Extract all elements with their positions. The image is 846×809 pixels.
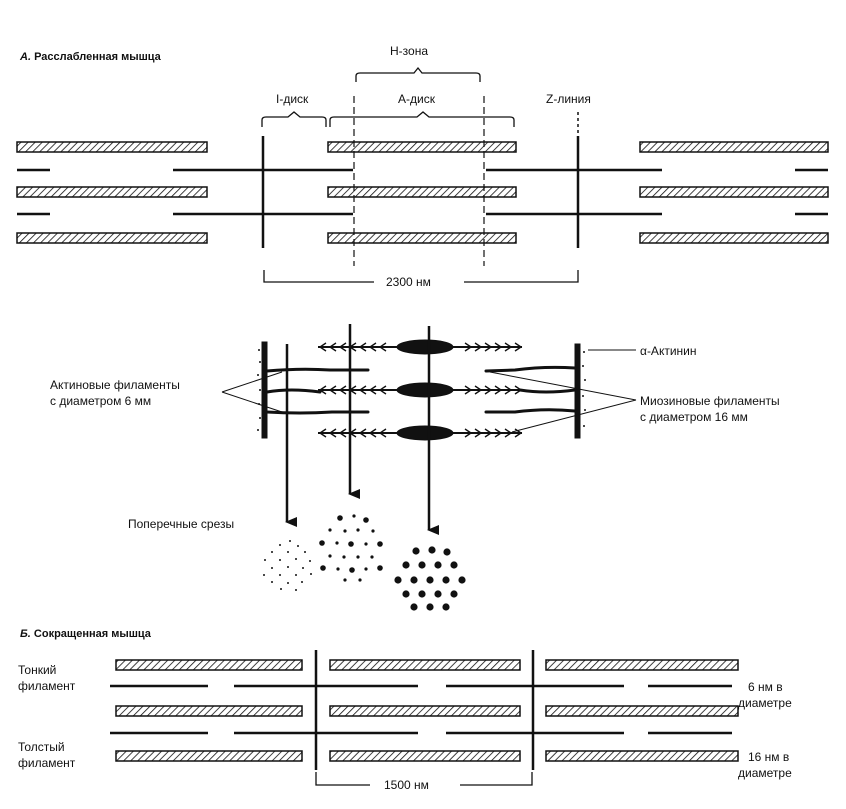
thick-filament	[16, 186, 208, 198]
cross-section-thick	[394, 546, 466, 611]
thick-filament	[16, 141, 208, 153]
z-lines-b	[314, 650, 535, 770]
cross-section-thin	[263, 540, 312, 591]
cross-sections-label: Поперечные срезы	[128, 517, 235, 531]
brackets-a	[261, 66, 579, 283]
actin-filaments-detail	[265, 365, 577, 415]
z-line-label: Z-линия	[546, 92, 591, 106]
thin-filament-label-1: Тонкий	[18, 663, 57, 677]
thick-filament	[327, 186, 517, 198]
thick-filament	[639, 186, 829, 198]
relaxed-muscle-schematic	[16, 141, 829, 244]
thick-filament-label-2: филамент	[18, 756, 76, 770]
thin-filaments-b	[110, 684, 732, 735]
thick-diameter-1: 16 нм в	[748, 750, 790, 764]
section-a-title-text: Расслабленная мышца	[34, 51, 161, 63]
section-arrows	[285, 324, 439, 535]
a-disc-label: А-диск	[398, 92, 435, 106]
thick-filament	[327, 141, 517, 153]
thin-filament-label-2: филамент	[18, 679, 76, 693]
i-disc-label: I-диск	[276, 92, 309, 106]
leader-lines	[221, 349, 637, 433]
myosin-filaments-detail	[318, 339, 523, 441]
actin-label-2: с диаметром 6 мм	[50, 394, 152, 408]
dimension-b	[315, 772, 533, 786]
h-zone-boundaries	[353, 96, 485, 266]
thin-diameter-2: диаметре	[738, 696, 792, 710]
sarcomere-length-a: 2300 нм	[386, 275, 431, 289]
alpha-actinin-label: α-Актинин	[640, 344, 697, 358]
thick-filament	[639, 141, 829, 153]
thick-filament-label-1: Толстый	[18, 740, 65, 754]
contracted-muscle-schematic	[115, 659, 739, 762]
thick-filament	[16, 232, 208, 244]
sarcomere-length-b: 1500 нм	[384, 778, 429, 792]
actin-label-1: Актиновые филаменты	[50, 378, 180, 392]
thick-diameter-2: диаметре	[738, 766, 792, 780]
myosin-label-1: Миозиновые филаменты	[640, 394, 780, 408]
h-zone-label: Н-зона	[390, 44, 429, 58]
myosin-label-2: с диаметром 16 мм	[640, 410, 748, 424]
section-b-letter: Б.	[20, 628, 31, 640]
z-lines-a	[261, 112, 580, 248]
section-a-title: А. Расслабленная мышца	[20, 50, 161, 64]
section-b-title: Б. Сокращенная мышца	[20, 627, 151, 641]
thick-filament	[639, 232, 829, 244]
section-a-letter: А.	[20, 51, 31, 63]
section-b-title-text: Сокращенная мышца	[33, 628, 151, 640]
thin-diameter-1: 6 нм в	[748, 680, 783, 694]
thick-filament	[327, 232, 517, 244]
cross-section-mixed	[319, 514, 383, 582]
